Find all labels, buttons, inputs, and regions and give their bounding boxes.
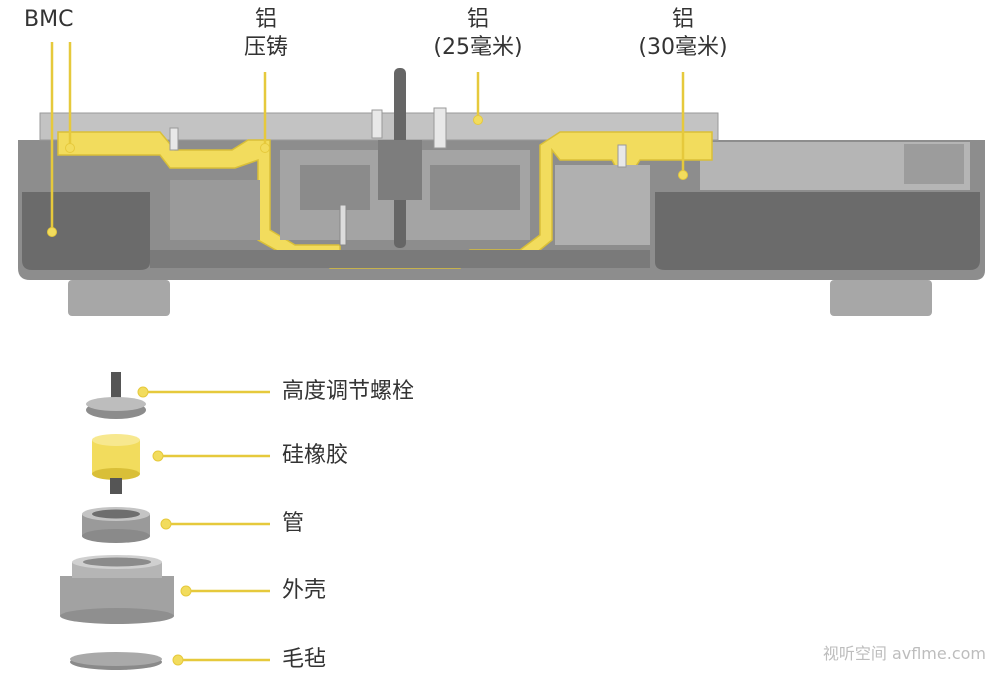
label-bmc: BMC xyxy=(24,6,73,34)
screw-post-right xyxy=(433,107,447,149)
label-diecast-line1: 铝 xyxy=(254,7,277,32)
leader-bmc-2-dot xyxy=(65,143,75,153)
motor-block-right xyxy=(430,165,520,210)
pin xyxy=(339,204,347,246)
bolt-washer-top xyxy=(86,397,146,411)
bmc-base-inner-left xyxy=(22,192,150,270)
label-aluminium-30mm: 铝 (30毫米) xyxy=(623,6,743,62)
silicone-rubber-top xyxy=(92,434,140,446)
watermark: 视听空间 avflme.com xyxy=(822,644,986,663)
leader-tube-dot xyxy=(160,518,172,530)
leader-25mm-dot xyxy=(473,115,483,125)
leader-diecast-dot xyxy=(260,143,270,153)
bottom-tray xyxy=(150,250,650,268)
housing-opening xyxy=(83,557,151,567)
label-height-adjust-bolt: 高度调节螺栓 xyxy=(282,379,415,404)
small-post-right xyxy=(617,144,627,168)
inner-chamber-left xyxy=(170,180,260,240)
right-panel-slot xyxy=(904,144,964,184)
silicone-rubber-stud xyxy=(110,478,122,494)
label-housing: 外壳 xyxy=(282,578,327,603)
felt-top xyxy=(70,652,162,666)
small-post-left xyxy=(169,127,179,151)
leader-bmc-1-dot xyxy=(47,227,57,237)
tube-bottom xyxy=(82,529,150,543)
label-30mm-line1: 铝 xyxy=(671,7,694,32)
motor-block-left xyxy=(300,165,370,210)
label-25mm-line1: 铝 xyxy=(466,7,489,32)
label-felt: 毛毡 xyxy=(282,647,327,672)
bmc-base-inner-right xyxy=(655,192,980,270)
label-25mm-line2: (25毫米) xyxy=(433,35,523,60)
inner-chamber-right xyxy=(555,165,650,245)
leader-bolt-dot xyxy=(137,386,149,398)
label-aluminium-25mm: 铝 (25毫米) xyxy=(418,6,538,62)
leader-housing-dot xyxy=(180,585,192,597)
leader-felt-dot xyxy=(172,654,184,666)
label-aluminium-diecast: 铝 压铸 xyxy=(236,6,296,62)
tube-hole xyxy=(92,509,140,519)
spindle-collar xyxy=(378,140,422,200)
label-silicone-rubber: 硅橡胶 xyxy=(282,443,349,468)
left-foot xyxy=(68,280,170,316)
screw-post-left xyxy=(371,109,383,139)
label-bmc-text: BMC xyxy=(24,7,74,32)
label-tube: 管 xyxy=(282,511,305,536)
housing-bottom xyxy=(60,608,174,624)
leader-30mm-dot xyxy=(678,170,688,180)
bolt-shaft xyxy=(111,372,121,404)
leader-silicone-dot xyxy=(152,450,164,462)
silicone-rubber-bottom xyxy=(92,468,140,480)
label-30mm-line2: (30毫米) xyxy=(638,35,728,60)
label-diecast-line2: 压铸 xyxy=(243,35,288,60)
right-foot xyxy=(830,280,932,316)
